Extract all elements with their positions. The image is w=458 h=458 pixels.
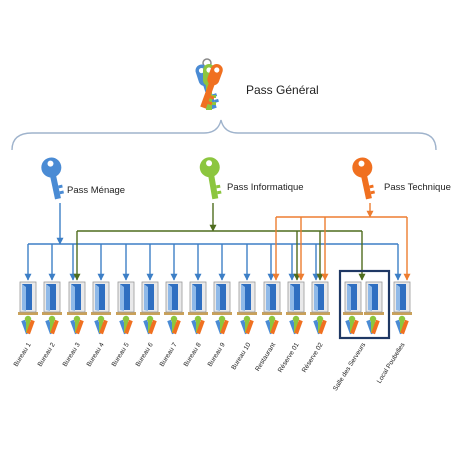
orange-key-icon xyxy=(352,157,375,200)
door-icon xyxy=(392,281,412,315)
small-key-cluster-icon xyxy=(215,315,229,335)
access-connectors xyxy=(24,203,411,281)
small-key-cluster-icon xyxy=(395,315,409,335)
door-icon xyxy=(364,281,384,315)
green-key-icon xyxy=(199,157,222,200)
small-key-cluster-icon xyxy=(167,315,181,335)
small-key-cluster-icon xyxy=(143,315,157,335)
pass-general-label: Pass Général xyxy=(246,83,319,97)
door-row xyxy=(18,281,412,315)
small-key-cluster-icon xyxy=(45,315,59,335)
small-key-cluster-icon xyxy=(191,315,205,335)
door-icon xyxy=(140,281,160,315)
master-key-cluster-icon xyxy=(195,58,223,110)
blue-key-icon xyxy=(41,157,64,200)
key-cluster-row xyxy=(21,315,409,335)
server-room-highlight xyxy=(338,269,391,340)
small-key-cluster-icon xyxy=(94,315,108,335)
door-icon xyxy=(18,281,38,315)
small-key-cluster-icon xyxy=(345,315,359,335)
door-icon xyxy=(310,281,330,315)
small-key-cluster-icon xyxy=(289,315,303,335)
door-icon xyxy=(188,281,208,315)
door-icon xyxy=(42,281,62,315)
hierarchy-bracket xyxy=(11,119,437,151)
small-key-cluster-icon xyxy=(313,315,327,335)
pass-technique-label: Pass Technique xyxy=(384,182,451,193)
small-key-cluster-icon xyxy=(119,315,133,335)
door-icon xyxy=(164,281,184,315)
door-icon xyxy=(116,281,136,315)
door-icon xyxy=(262,281,282,315)
pass-informatique-label: Pass Informatique xyxy=(227,182,304,193)
door-icon xyxy=(343,281,363,315)
door-icon xyxy=(212,281,232,315)
pass-menage-label: Pass Ménage xyxy=(67,185,126,196)
door-icon xyxy=(286,281,306,315)
door-icon xyxy=(237,281,257,315)
small-key-cluster-icon xyxy=(265,315,279,335)
door-icon xyxy=(91,281,111,315)
small-key-cluster-icon xyxy=(240,315,254,335)
small-key-cluster-icon xyxy=(366,315,380,335)
door-icon xyxy=(67,281,87,315)
small-key-cluster-icon xyxy=(21,315,35,335)
small-key-cluster-icon xyxy=(70,315,84,335)
